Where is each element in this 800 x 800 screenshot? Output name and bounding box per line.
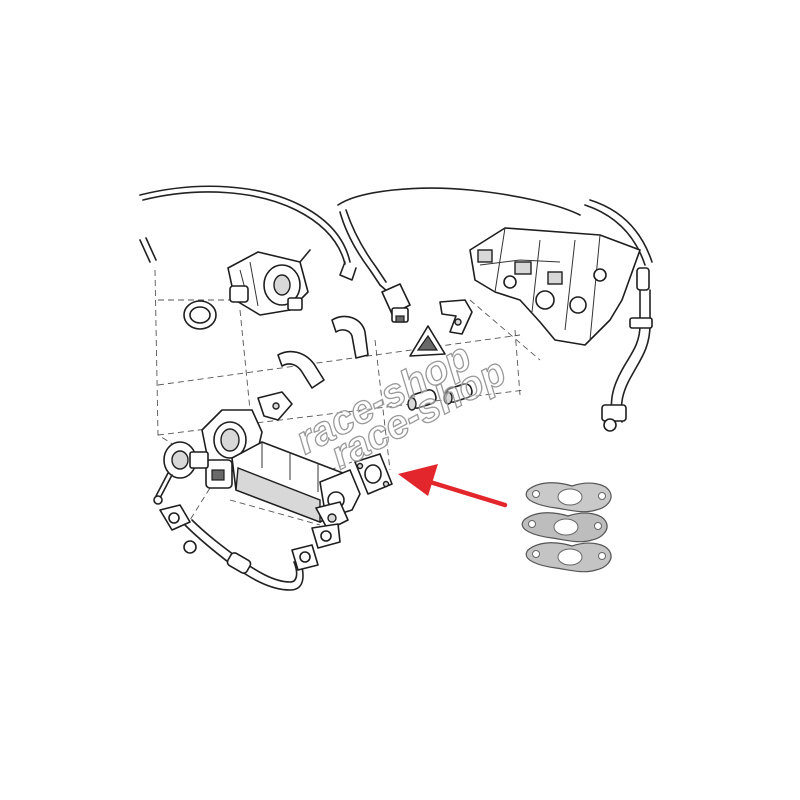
lower-exhaust-pipe <box>159 504 341 591</box>
egr-cooler <box>231 441 361 531</box>
flange-gasket <box>354 453 393 495</box>
red-arrow-icon <box>398 464 508 508</box>
vacuum-hoses <box>139 185 653 286</box>
gasket-set-photo <box>521 482 612 573</box>
vacuum-capsule <box>153 441 209 505</box>
warning-triangle-icon <box>409 325 446 357</box>
pressure-sensor <box>379 283 411 323</box>
mounting-bracket <box>439 299 473 335</box>
gasket-top <box>525 482 612 513</box>
return-pipe <box>601 267 653 432</box>
o-ring <box>183 300 217 330</box>
watermark: race-shop race-shop <box>288 334 514 479</box>
egr-vacuum-actuator <box>227 249 311 316</box>
egr-valve <box>201 409 263 489</box>
pipe-sleeves <box>407 383 473 411</box>
engine-block <box>469 227 641 346</box>
cooler-bracket <box>257 391 293 421</box>
gasket-middle <box>521 512 608 543</box>
curved-hoses <box>277 315 369 389</box>
gasket-bottom <box>525 542 612 573</box>
